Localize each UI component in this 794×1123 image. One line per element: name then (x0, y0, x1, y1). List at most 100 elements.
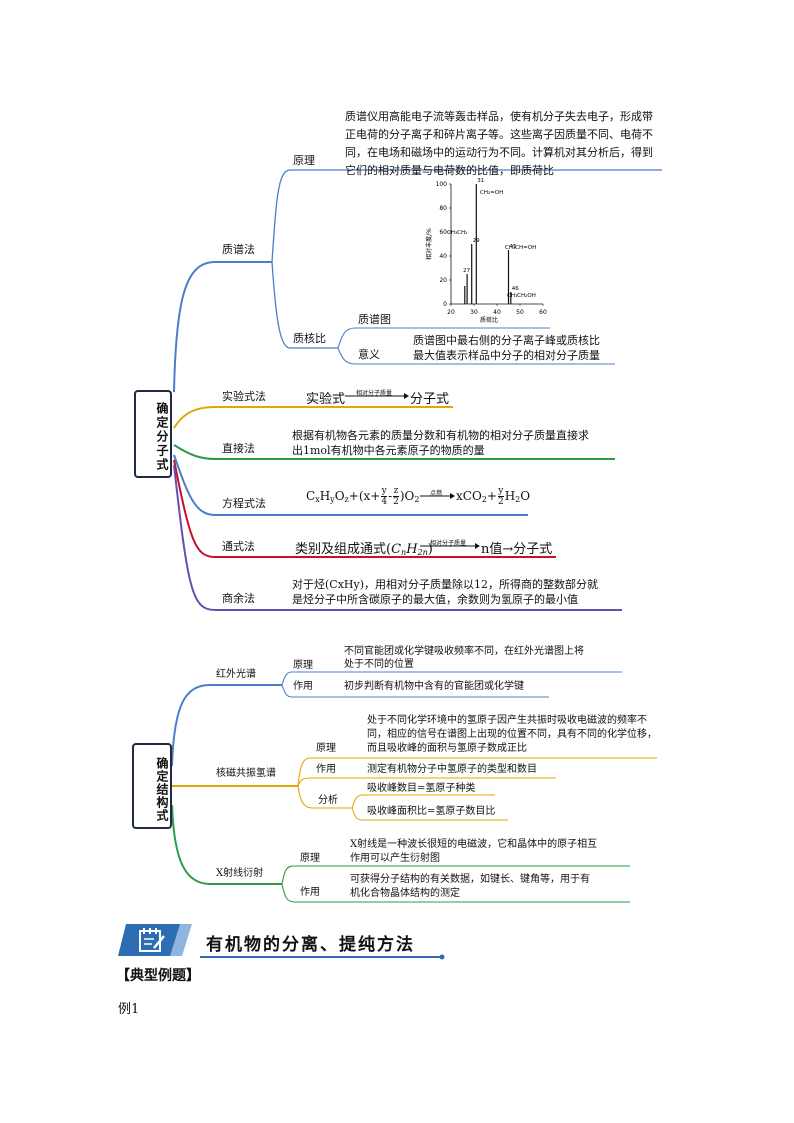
branch-label-direct: 直接法 (222, 442, 255, 455)
label-meaning: 意义 (358, 348, 380, 361)
typical-examples-heading: 【典型例题】 (116, 968, 200, 984)
connector-ir (171, 684, 282, 767)
experimental-right: 分子式 (410, 392, 450, 407)
section-title: 有机物的分离、提纯方法 (206, 935, 415, 955)
branch-label-xray: X射线衍射 (216, 868, 264, 879)
ir-use-text: 初步判断有机物中含有的官能团或化学键 (344, 681, 524, 692)
x-tick-label: 40 (493, 309, 501, 316)
connector-analysis-2 (351, 807, 508, 821)
connector-nmr-principle (297, 757, 657, 787)
label-principle: 原理 (293, 154, 315, 167)
connector-xray-principle (281, 865, 630, 885)
direct-text-1: 根据有机物各元素的质量分数和有机物的相对分子质量直接求 (292, 429, 589, 442)
peak-annotation: CH₂=OH (480, 190, 503, 196)
branch-label-experimental: 实验式法 (222, 390, 266, 403)
y-tick-label: 80 (439, 205, 447, 212)
x-tick-label: 20 (447, 309, 455, 316)
y-tick-label: 100 (436, 181, 448, 188)
y-axis-label: 相对丰度/% (425, 228, 433, 260)
nmr-analysis-1: 吸收峰数目=氢原子种类 (367, 783, 476, 794)
x-tick-label: 60 (539, 309, 547, 316)
experimental-left: 实验式 (306, 392, 346, 407)
nmr-use-text: 测定有机物分子中氢原子的类型和数目 (367, 764, 537, 775)
peak-label: 27 (463, 268, 470, 274)
connector-ir-principle (281, 671, 622, 686)
connector-equation (173, 454, 528, 516)
connector-principle (271, 169, 662, 263)
ir-use-label: 作用 (293, 681, 313, 692)
meaning-text-1: 质谱图中最右侧的分子离子峰或质核比 (413, 334, 600, 347)
connector-mass-spec (173, 261, 272, 393)
peak-label: 45 (510, 244, 517, 250)
y-tick-label: 0 (443, 301, 447, 308)
connector-xray (171, 804, 282, 885)
y-tick-label: 20 (439, 277, 447, 284)
principle-text: 质谱仪用高能电子流等轰击样品，使有机分子失去电子，形成带正电荷的分子离子和碎片离… (345, 110, 653, 177)
general-arrow-label: 相对分子质量 (430, 540, 467, 547)
example-1-label: 例1 (118, 1002, 140, 1017)
connector-direct (173, 444, 615, 460)
nmr-analysis-2: 吸收峰面积比=氢原子数目比 (367, 806, 496, 817)
branch-label-general: 通式法 (222, 540, 255, 553)
connector-ir-use (281, 684, 549, 698)
connector-analysis-1 (351, 794, 495, 809)
y-tick-label: 40 (439, 253, 447, 260)
connector-experimental (173, 406, 453, 429)
branch-label-mass-spec: 质谱法 (222, 243, 255, 256)
connector-nmr-analysis (297, 785, 352, 809)
root-determine-structure: 确定结构式 (132, 743, 172, 829)
xray-use-text-1: 可获得分子结构的有关数据，如键长、键角等，用于有 (350, 874, 590, 885)
x-axis-label: 质荷比 (480, 316, 498, 324)
connector-ratio (271, 261, 338, 349)
nmr-principle-text: 处于不同化学环境中的氢原子因产生共振时吸收电磁波的频率不同，相应的信号在谱图上出… (367, 715, 657, 754)
branch-label-nmr: 核磁共振氢谱 (216, 768, 276, 779)
general-right: n值→分子式 (481, 542, 553, 557)
xray-principle-text-2: 作用可以产生衍射图 (350, 853, 440, 864)
branch-label-equation: 方程式法 (222, 497, 266, 510)
connector-nmr-use (297, 777, 556, 787)
nmr-analysis-label: 分析 (318, 795, 338, 806)
nmr-principle-label: 原理 (316, 743, 336, 754)
branch-label-remainder: 商余法 (222, 592, 255, 605)
peak-annotation: CH₃CH₂ (447, 230, 467, 236)
branch-label-ir: 红外光谱 (216, 669, 256, 680)
meaning-text-2: 最大值表示样品中分子的相对分子质量 (413, 349, 600, 362)
general-left-text: 类别及组成通式 (295, 542, 387, 557)
label-spectrum: 质谱图 (358, 313, 391, 326)
y-tick-label: 60 (439, 229, 447, 236)
label-ratio: 质核比 (293, 332, 326, 345)
peak-annotation: CH₃CH₂OH (507, 293, 536, 299)
xray-principle-label: 原理 (300, 853, 320, 864)
peak-label: 46 (512, 286, 519, 292)
x-tick-label: 30 (470, 309, 478, 316)
connector-spectrum (337, 327, 550, 349)
nmr-use-label: 作用 (316, 764, 336, 775)
xray-use-label: 作用 (300, 887, 320, 898)
peak-label: 31 (477, 178, 484, 184)
peak-annotation: CH₃CH=OH (505, 245, 536, 251)
section-banner (118, 924, 445, 960)
ir-principle-text-1: 不同官能团或化学键吸收频率不同，在红外光谱图上将 (344, 646, 584, 657)
root-determine-formula: 确定分子式 (134, 390, 172, 478)
ir-principle-label: 原理 (293, 660, 313, 671)
connector-general (173, 459, 556, 558)
banner-icon-background (118, 924, 188, 956)
notepad-icon (139, 928, 165, 952)
remainder-text-1: 对于烃(CxHy)，用相对分子质量除以12，所得商的整数部分就 (292, 578, 599, 591)
experimental-arrow-label: 相对分子质量 (356, 390, 393, 397)
xray-principle-text-1: X射线是一种波长很短的电磁波，它和晶体中的原子相互 (350, 839, 598, 850)
connector-meaning (337, 347, 615, 365)
connector-xray-use (281, 883, 630, 903)
xray-use-text-2: 机化合物晶体结构的测定 (350, 888, 460, 899)
peak-label: 29 (473, 238, 480, 244)
remainder-text-2: 是烃分子中所含碳原子的最大值，余数则为氢原子的最小值 (292, 593, 578, 606)
equation-arrow-label: 点燃 (430, 490, 443, 497)
direct-text-2: 出1mol有机物中各元素原子的物质的量 (292, 444, 485, 457)
connector-remainder (173, 464, 622, 611)
general-left: 类别及组成通式(CnH2n) (295, 542, 433, 557)
ir-principle-text-2: 处于不同的位置 (344, 659, 414, 670)
